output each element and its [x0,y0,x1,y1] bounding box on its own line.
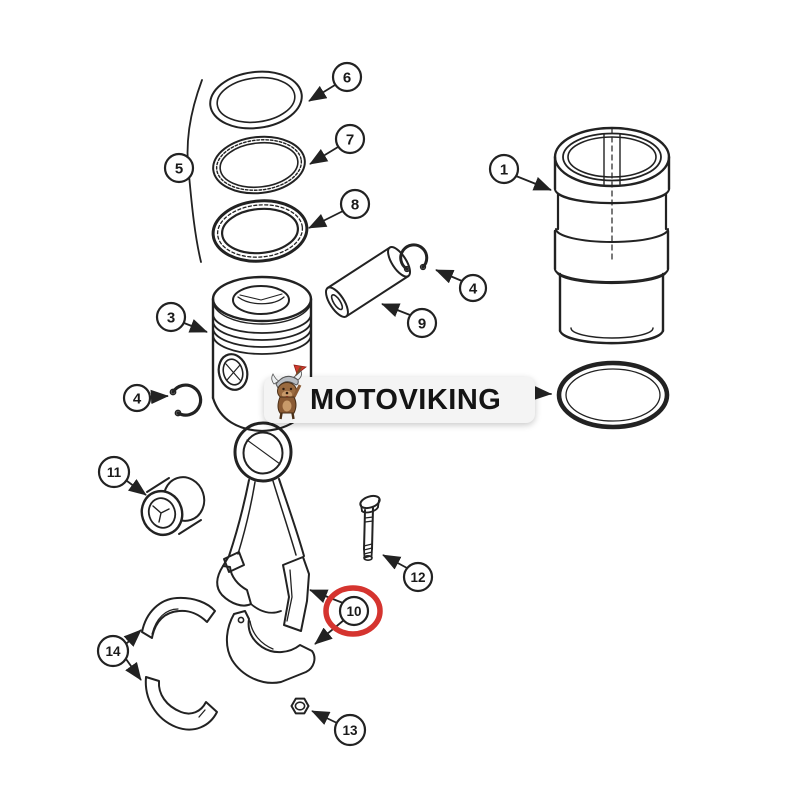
callout-circle [334,123,366,155]
callout-number: 9 [418,315,426,332]
piston-pin [325,246,411,318]
leader-arrow [149,389,169,405]
callout-number: 7 [346,131,354,148]
watermark-brand-text: MOTOVIKING [310,384,502,416]
callout-11: 11 [97,455,147,496]
leader-arrow [515,175,552,191]
callout-number: 8 [351,196,359,213]
viking-dog-mascot-icon [271,364,307,420]
leader-arrow [308,84,336,102]
callout-12: 12 [382,554,434,593]
callout-number: 3 [167,309,175,326]
callout-8: 8 [308,188,371,229]
callout-14: 14 [96,629,142,681]
callout-6: 6 [308,61,363,102]
leader-arrow [126,479,147,496]
callout-circle [338,595,370,627]
callout-number: 10 [346,604,361,619]
bearing-shells [141,596,218,731]
o-ring-leader-arrow [533,385,552,401]
bearing-cap [226,610,316,684]
compression-ring-second [212,135,306,195]
callout-number: 1 [500,161,508,178]
retaining-ring-left [169,383,203,417]
callout-7: 7 [309,123,366,165]
callout-13: 13 [311,710,367,747]
retaining-ring-right [399,243,429,273]
small-end-bushing [140,476,206,537]
leader-arrow [435,269,463,284]
callout-circle [488,153,520,185]
callout-number: 11 [107,465,122,480]
callout-circle [96,634,130,668]
callout-4: 4 [435,269,488,303]
callout-number: 6 [343,69,351,86]
callout-9: 9 [381,303,438,339]
callout-4: 4 [122,383,169,413]
leader-arrow [308,210,344,229]
leader-arrow [183,319,208,333]
rod-bolt [359,494,381,561]
callout-number: 12 [410,570,425,585]
oil-control-ring [211,199,309,263]
callout-number: 14 [105,644,121,659]
callout-circle [155,301,187,333]
compression-ring-top [209,70,303,130]
callout-circle [122,383,152,413]
rod-nut [290,697,310,715]
watermark-plate [264,377,535,423]
cylinder-liner [553,126,671,345]
callout-circle [331,61,363,93]
leader-arrow [309,589,344,604]
highlight-ring [323,585,383,637]
callout-circle [406,307,438,339]
connecting-rod [216,421,310,632]
leader-arrow [309,146,339,165]
callout-number: 5 [175,160,183,177]
callout-circle [333,713,367,747]
callout-circle [402,561,434,593]
leader-arrow [314,619,345,645]
callout-number: 13 [342,723,358,738]
callout-10: 10 [309,585,383,645]
callout-5: 5 [163,152,195,184]
callout-circle [339,188,371,220]
leader-arrow [123,629,142,647]
leader-arrow [382,554,408,570]
callout-number: 4 [469,280,478,297]
leader-arrow [311,710,338,725]
callout-number: 4 [133,390,142,407]
motoviking-watermark: MOTOVIKING [264,363,538,425]
leader-arrow [125,658,142,681]
leader-arrow [381,303,411,317]
callout-circle [163,152,195,184]
callout-3: 3 [155,301,208,333]
o-ring-seal [556,360,670,430]
callout-1: 1 [488,153,552,191]
callout-circle [458,273,488,303]
callout-circle [97,455,131,489]
